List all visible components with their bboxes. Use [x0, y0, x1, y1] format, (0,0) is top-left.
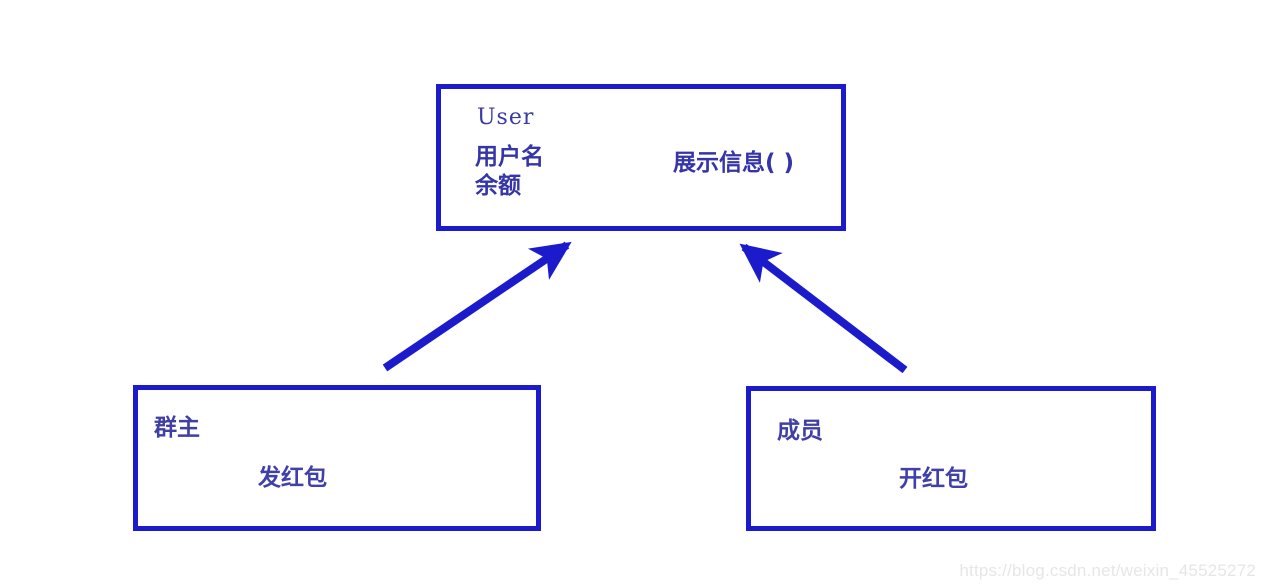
relation-member-to-user: [739, 243, 908, 374]
watermark-text: https://blog.csdn.net/weixin_45525272: [959, 561, 1256, 580]
class-box-member[interactable]: 成员 开红包: [746, 386, 1156, 531]
arrow-owner-to-user: [382, 241, 572, 372]
relation-owner-to-user: [382, 241, 572, 372]
class-method-member: 开红包: [899, 466, 968, 492]
attribute-item: 用户名: [475, 144, 544, 170]
class-name-member: 成员: [777, 418, 823, 444]
class-box-owner[interactable]: 群主 发红包: [133, 385, 541, 531]
class-name-owner: 群主: [154, 415, 200, 441]
arrow-member-to-user: [739, 243, 908, 374]
class-box-user[interactable]: User 用户名 余额 展示信息( ): [436, 84, 846, 231]
attribute-item: 余额: [475, 173, 521, 199]
class-method-user: 展示信息( ): [673, 150, 795, 176]
class-method-owner: 发红包: [258, 465, 327, 491]
class-attributes-user: 用户名 余额: [475, 143, 544, 201]
class-name-user: User: [477, 105, 535, 130]
